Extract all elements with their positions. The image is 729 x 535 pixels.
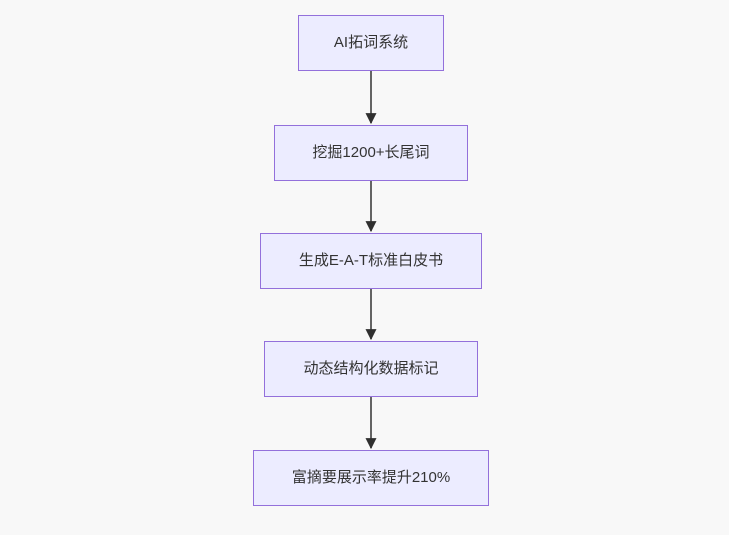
flow-node-longtail-mining: 挖掘1200+长尾词 xyxy=(274,125,468,181)
flow-node-label: 生成E-A-T标准白皮书 xyxy=(298,252,444,269)
flow-node-label: 富摘要展示率提升210% xyxy=(291,469,451,486)
flow-node-label: AI拓词系统 xyxy=(333,34,409,51)
flow-node-ai-keyword-system: AI拓词系统 xyxy=(298,15,444,71)
flow-node-rich-snippet-uplift: 富摘要展示率提升210% xyxy=(253,450,489,506)
flow-node-eat-whitepaper: 生成E-A-T标准白皮书 xyxy=(260,233,482,289)
flow-node-label: 挖掘1200+长尾词 xyxy=(312,144,430,161)
flow-node-structured-data-markup: 动态结构化数据标记 xyxy=(264,341,478,397)
flow-node-label: 动态结构化数据标记 xyxy=(303,360,439,377)
